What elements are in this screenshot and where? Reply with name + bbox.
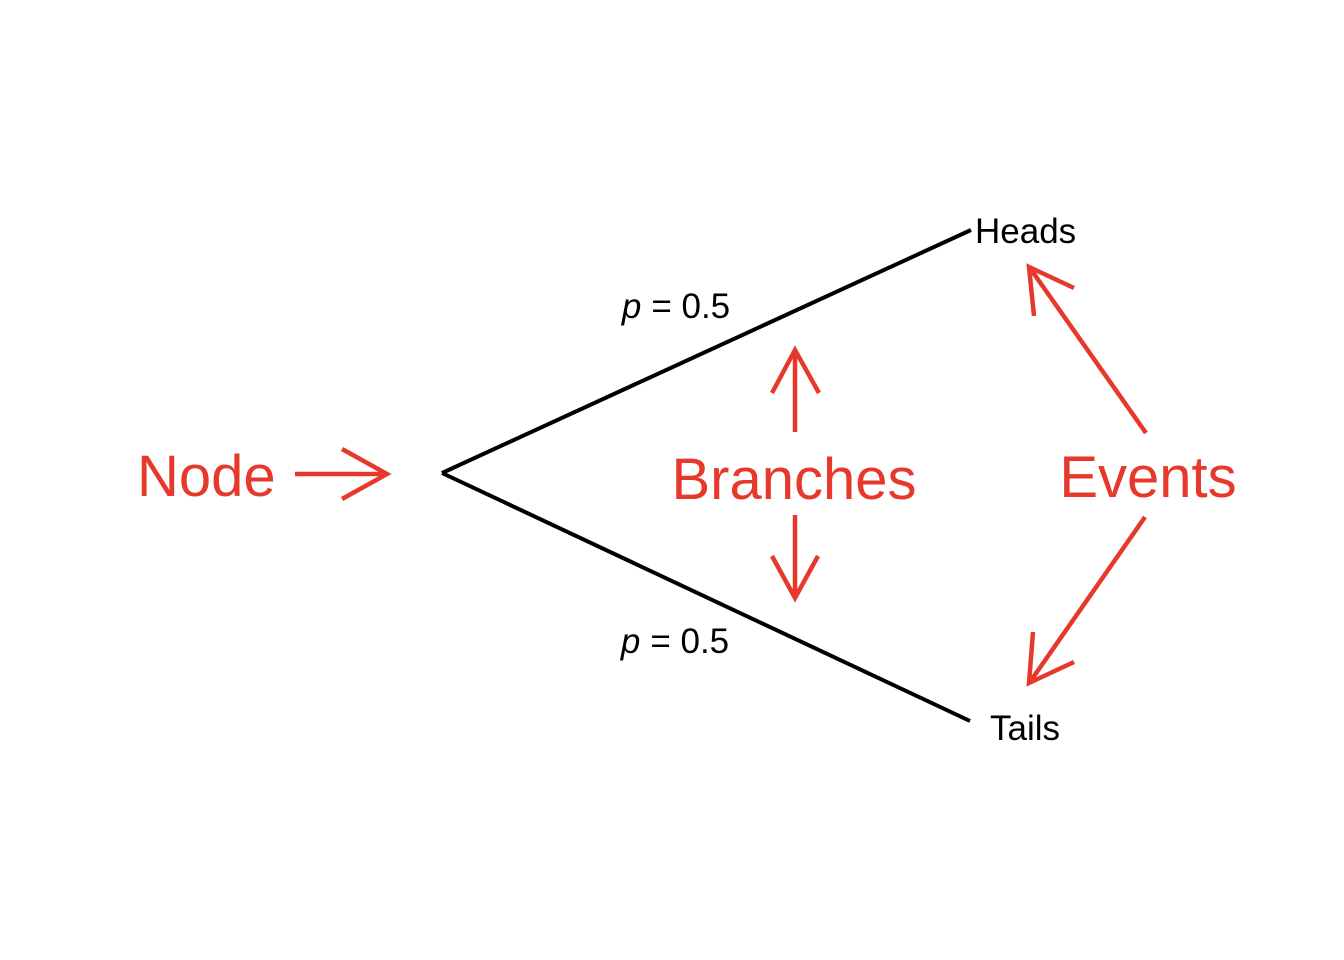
heads-outcome-label: Heads xyxy=(975,212,1076,251)
tails-outcome-label: Tails xyxy=(990,709,1060,748)
upper-branch-line xyxy=(441,228,972,475)
branches-up-arrow xyxy=(770,345,821,432)
upper-probability-label: p = 0.5 xyxy=(621,287,730,326)
node-arrow-head xyxy=(340,447,392,501)
events-annotation-label: Events xyxy=(1059,445,1236,510)
branches-down-arrow xyxy=(770,515,820,603)
lower-probability-value: = 0.5 xyxy=(650,622,729,661)
node-arrow xyxy=(295,447,392,501)
events-to-heads-arrow-head xyxy=(1026,263,1075,317)
events-to-tails-arrow-shaft xyxy=(1030,515,1147,681)
events-to-heads-arrow xyxy=(1026,263,1148,435)
lower-probability-label: p = 0.5 xyxy=(620,622,729,661)
lower-branch-line xyxy=(441,471,971,723)
lower-probability-variable: p xyxy=(620,622,640,661)
events-to-tails-arrow xyxy=(1026,515,1147,687)
upper-probability-value: = 0.5 xyxy=(651,287,730,326)
upper-probability-variable: p xyxy=(621,287,641,326)
events-to-tails-arrow-head xyxy=(1026,631,1075,687)
node-annotation-label: Node xyxy=(137,444,276,509)
branches-annotation-label: Branches xyxy=(671,447,916,512)
events-to-heads-arrow-shaft xyxy=(1030,269,1148,435)
branches-down-arrow-head xyxy=(770,554,820,603)
branches-up-arrow-head xyxy=(770,345,821,395)
